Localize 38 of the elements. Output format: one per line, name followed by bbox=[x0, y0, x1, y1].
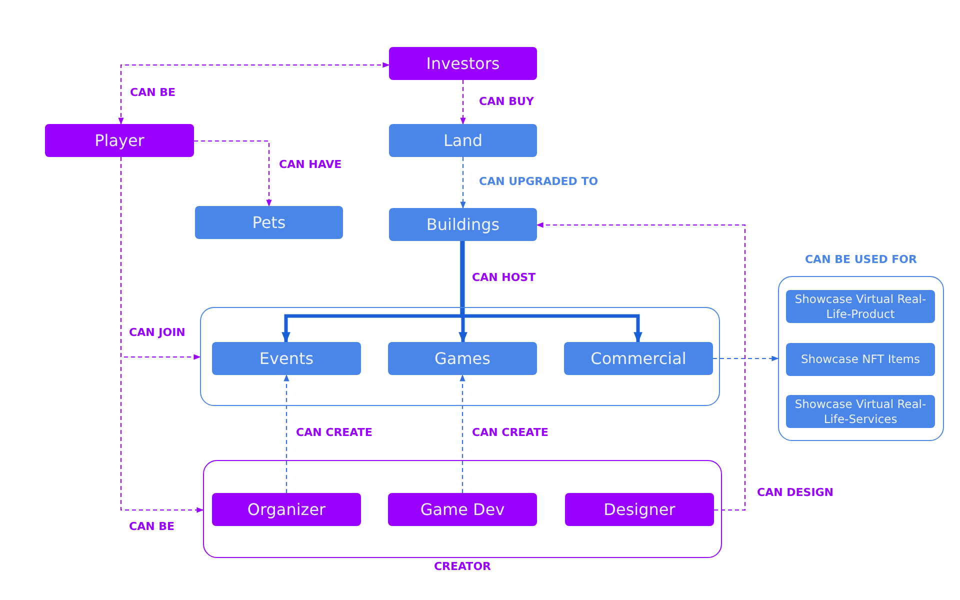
entity-box: Land bbox=[389, 124, 537, 157]
arrow bbox=[284, 374, 290, 493]
entity-box: Games bbox=[388, 342, 537, 375]
arrow bbox=[118, 62, 390, 125]
edge-label: CAN HOST bbox=[471, 271, 537, 284]
arrow bbox=[460, 80, 466, 125]
entity-box: Organizer bbox=[212, 493, 361, 526]
arrow bbox=[458, 241, 468, 344]
group-container bbox=[200, 307, 720, 406]
edge-label: CAN UPGRADED TO bbox=[478, 175, 600, 188]
entity-box: Buildings bbox=[389, 208, 537, 241]
entity-box: Designer bbox=[565, 493, 714, 526]
entity-box: Pets bbox=[195, 206, 343, 239]
edge-label: CAN CREATE bbox=[295, 426, 374, 439]
arrow bbox=[713, 356, 779, 362]
group-heading: CAN BE USED FOR bbox=[804, 253, 918, 266]
arrow bbox=[120, 157, 204, 513]
entity-box: Investors bbox=[389, 47, 537, 80]
arrow bbox=[460, 157, 466, 209]
entity-box: Commercial bbox=[564, 342, 713, 375]
group-heading: CREATOR bbox=[432, 560, 492, 573]
arrow bbox=[194, 140, 272, 207]
edge-label: CAN BE bbox=[128, 520, 176, 533]
entity-box: Showcase NFT Items bbox=[786, 343, 935, 376]
arrow bbox=[460, 241, 642, 344]
edge-label: CAN DESIGN bbox=[756, 486, 835, 499]
entity-box: Showcase Virtual Real-Life-Product bbox=[786, 290, 935, 323]
entity-box: Events bbox=[212, 342, 361, 375]
edge-label: CAN BUY bbox=[478, 95, 535, 108]
edge-label: CAN JOIN bbox=[128, 326, 186, 339]
edge-label: CAN BE bbox=[129, 86, 177, 99]
entity-box: Game Dev bbox=[388, 493, 537, 526]
edge-label: CAN HAVE bbox=[278, 158, 343, 171]
arrow bbox=[460, 374, 466, 493]
entity-box: Player bbox=[45, 124, 194, 157]
edge-label: CAN CREATE bbox=[471, 426, 550, 439]
entity-box: Showcase Virtual Real-Life-Services bbox=[786, 395, 935, 428]
arrow bbox=[536, 222, 746, 511]
